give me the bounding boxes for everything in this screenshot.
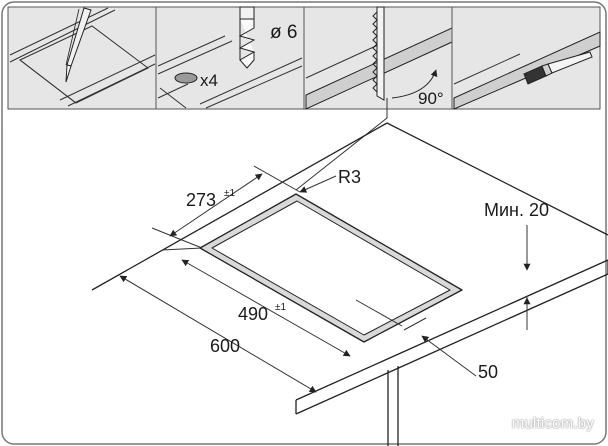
step-seal-panel: [451, 6, 601, 110]
watermark: multicom.by: [511, 415, 594, 432]
step-saw-panel: [303, 6, 453, 110]
step-mark-panel: [7, 6, 157, 110]
pencil-icon: [65, 7, 92, 83]
countertop-width-label: 600: [210, 336, 240, 356]
saw-leader-line: [295, 98, 388, 191]
cutout-depth-label: 273: [186, 190, 216, 210]
drill-hole-mark: [174, 72, 198, 84]
dimension-lines: [119, 165, 531, 393]
min-thickness-label: Мин. 20: [484, 200, 549, 220]
step-drill-panel: [155, 6, 305, 110]
front-margin-label: 50: [478, 362, 498, 382]
drill-bit-icon: [238, 6, 256, 69]
cutout-width-tolerance: ±1: [275, 302, 286, 313]
drill-size-label: ø 6: [270, 22, 297, 43]
labels: ø 6 x4 90° 273 ±1 R3 490 ±1 600 50 Мин. …: [186, 22, 549, 382]
hole-count-label: x4: [200, 71, 218, 90]
corner-radius-label: R3: [338, 167, 361, 187]
cutout-width-label: 490: [238, 304, 268, 324]
cut-angle-label: 90°: [418, 89, 444, 108]
cutout-depth-tolerance: ±1: [224, 188, 235, 199]
step-panels: [7, 6, 601, 110]
brush-icon: [523, 51, 593, 85]
saw-blade-icon: [372, 6, 385, 101]
